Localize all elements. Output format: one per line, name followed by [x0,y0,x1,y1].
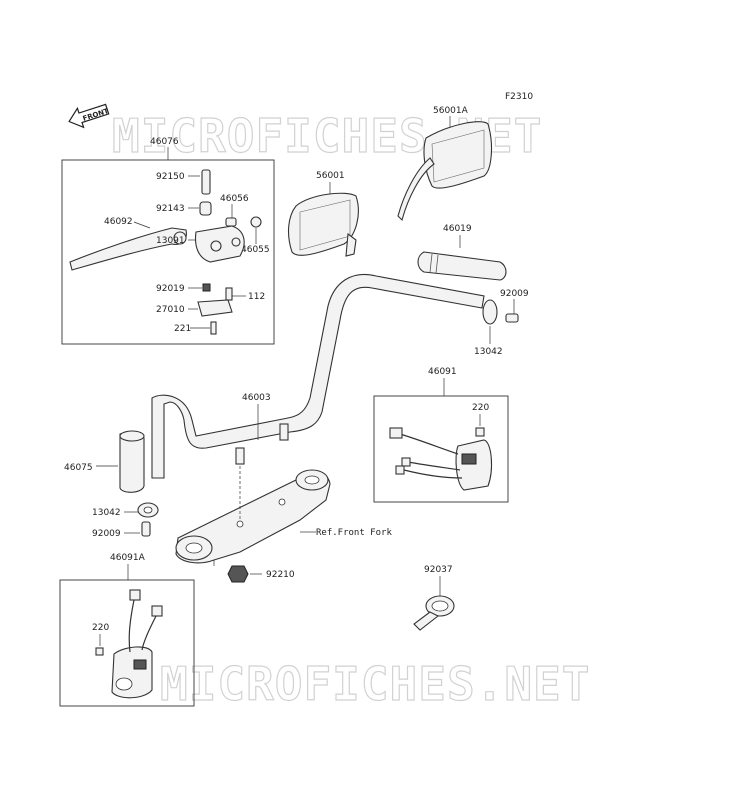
right-switch-connector [389,427,403,439]
right-switch-housing-46091 [455,439,493,491]
mirror-arm-56001A [397,157,435,222]
label-56001A: 56001A [433,106,469,116]
right-switch-box [373,395,509,503]
clamp-92037-tip [413,611,440,631]
left-switch-housing-46091A [111,646,153,699]
label-56001: 56001 [316,171,345,181]
label-13091: 13091 [156,236,185,246]
label-46091: 46091 [428,367,457,377]
label-92150: 92150 [156,172,185,182]
bolt-92009-right [505,313,519,323]
label-220-right: 220 [472,403,489,413]
label-221: 221 [174,324,191,334]
nut-92019 [202,283,211,292]
label-92009-right: 92009 [500,289,529,299]
screw-220-right [475,427,485,437]
label-92210: 92210 [266,570,295,580]
mirror-56001 [287,192,359,256]
weight-13042-right [482,299,498,325]
grip-46075-end [119,430,145,442]
reference-label-front-fork: Ref.Front Fork [316,528,392,538]
label-220-left: 220 [92,623,109,633]
lever-46092 [69,227,187,271]
right-switch-connector-3 [395,465,405,475]
label-46055: 46055 [241,245,270,255]
label-46091A: 46091A [110,553,146,563]
left-switch-button [133,659,147,670]
label-46075: 46075 [64,463,93,473]
label-13042-left: 13042 [92,508,121,518]
bolt-92150 [201,169,211,195]
left-switch-connector [129,589,141,601]
label-92037: 92037 [424,565,453,575]
label-46076: 46076 [150,137,179,147]
handlebar-46003 [151,274,485,479]
clamp-hole [210,240,222,252]
left-switch-box [59,579,195,707]
label-46092: 46092 [104,217,133,227]
label-92019: 92019 [156,284,185,294]
pin-46056 [225,217,237,227]
label-112: 112 [248,292,265,302]
label-27010: 27010 [156,305,185,315]
screw-46055 [250,216,262,228]
watermark-bottom: MICROFICHES.NET [160,657,590,711]
clamp-hole-2 [231,237,241,247]
grip-46019 [417,251,507,281]
label-46056: 46056 [220,194,249,204]
handlebar-post-right [279,423,289,441]
screw-220-left [95,647,104,656]
left-switch-connector-2 [151,605,163,617]
front-arrow-icon: FRONT [68,103,110,129]
nut-92210 [227,565,249,583]
label-13042-right: 13042 [474,347,503,357]
right-switch-button [461,453,477,465]
mirror-stem-56001 [345,232,357,257]
collar-92143 [199,201,212,216]
right-switch-connector-2 [401,457,411,467]
mirror-56001A [423,121,493,189]
switch-27010 [197,299,233,317]
lever-pivot [173,231,187,245]
figure-code: F2310 [505,92,533,102]
label-92143: 92143 [156,204,185,214]
screw-221 [210,321,217,335]
bolt-92009-left [141,521,151,537]
label-46003: 46003 [242,393,271,403]
screw-112 [225,287,233,301]
label-46019: 46019 [443,224,472,234]
handlebar-post-left [235,447,245,465]
label-92009-left: 92009 [92,529,121,539]
